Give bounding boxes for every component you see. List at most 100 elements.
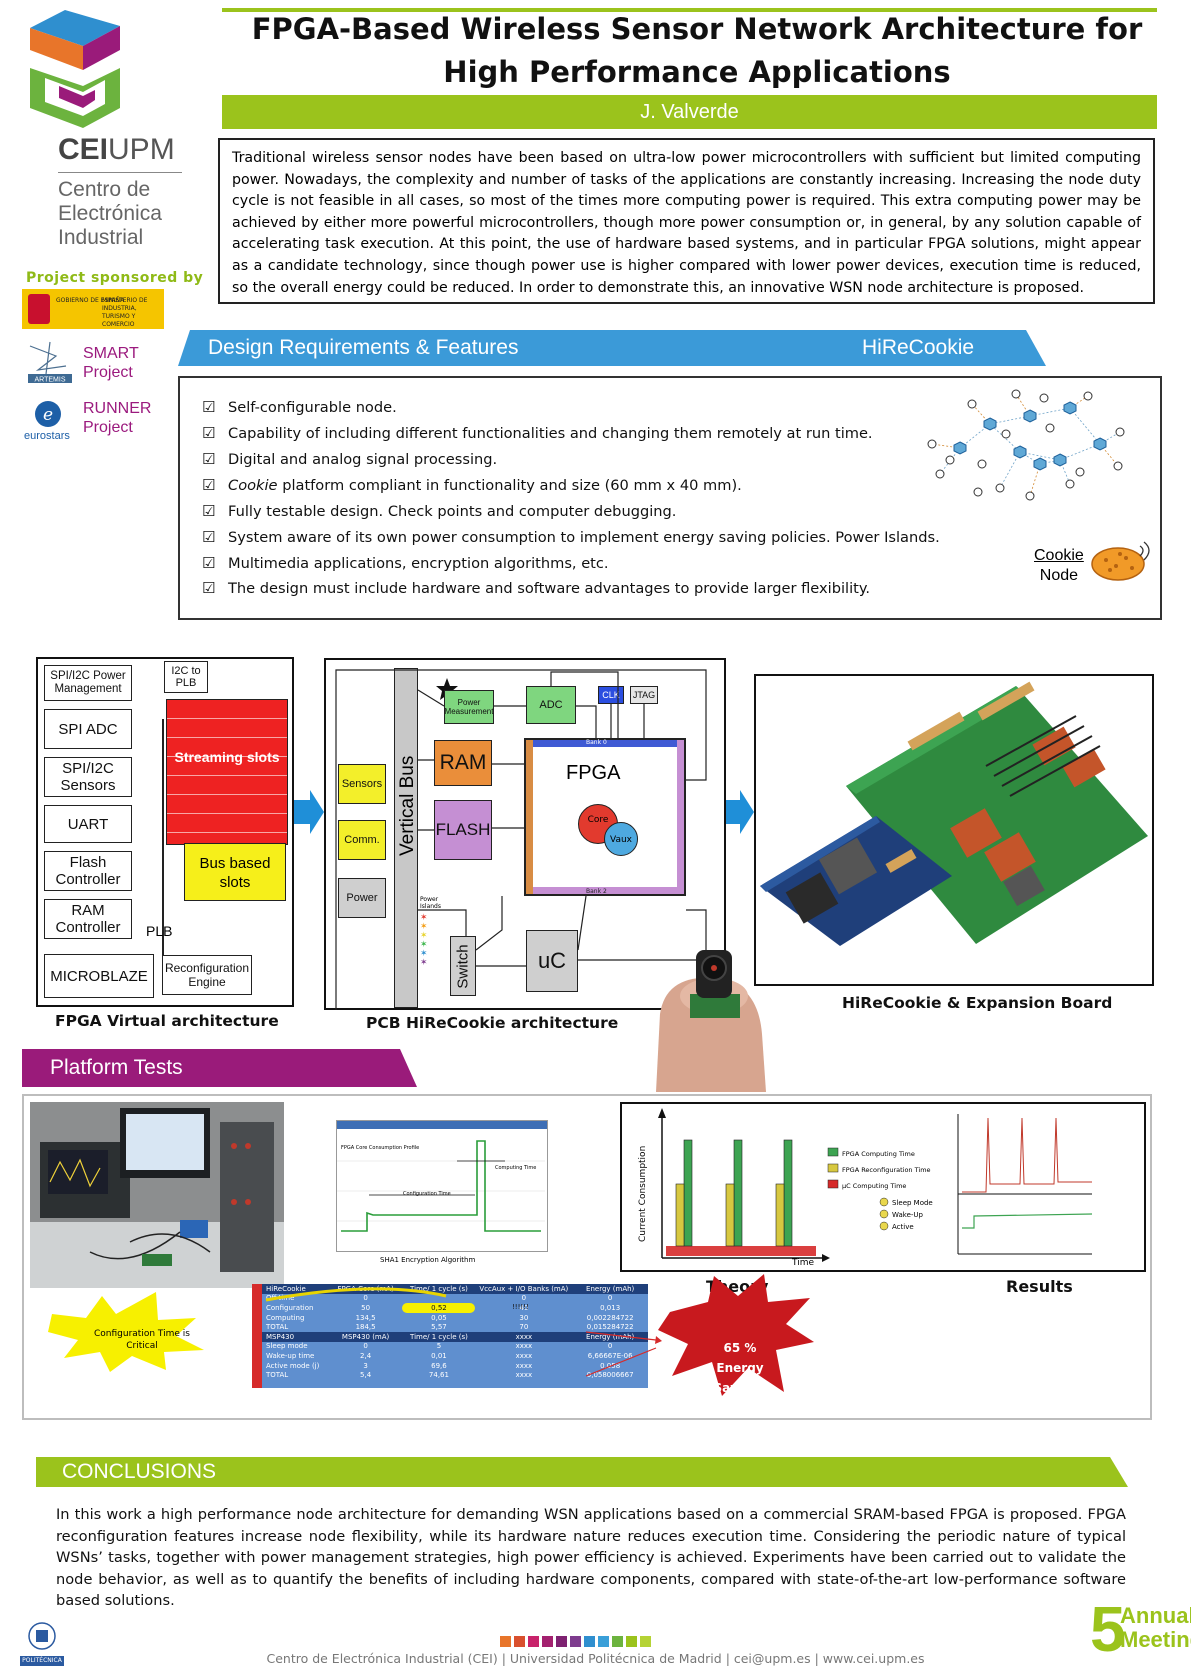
eurostars-logo-icon: e eurostars — [24, 401, 70, 442]
callout-left-text: Configuration Time is Critical — [94, 1329, 190, 1351]
cei-logo-icon — [30, 10, 120, 128]
table-cell: xxxx — [515, 1371, 533, 1380]
table-cell: xxxx — [515, 1351, 533, 1360]
theory-x-label: Time — [792, 1258, 815, 1268]
color-square — [584, 1636, 595, 1647]
plb-bus-line — [162, 719, 164, 979]
checkbox-icon: ☑ — [202, 528, 216, 546]
table-cell: 0,058 — [600, 1361, 621, 1370]
tests-box — [22, 1094, 1152, 1420]
sensors-block: Sensors — [338, 764, 386, 804]
cookie-icon — [1091, 541, 1150, 581]
uc-block: uC — [526, 930, 578, 992]
table-cell: 50 — [361, 1303, 371, 1312]
conclusions-header-title: CONCLUSIONS — [62, 1460, 217, 1483]
table-cell: Computing — [266, 1313, 305, 1322]
table-cell: 0 — [607, 1294, 613, 1303]
tests-header-title: Platform Tests — [50, 1056, 183, 1079]
reconfiguration-engine-block: Reconfiguration Engine — [162, 955, 252, 995]
poster-title: FPGA-Based Wireless Sensor Network Archi… — [251, 12, 1143, 89]
color-squares — [500, 1636, 651, 1647]
sponsor-label: Project sponsored by — [26, 270, 204, 286]
spi-adc-block: SPI ADC — [44, 709, 132, 749]
hirecookie-board-image — [760, 681, 1148, 946]
svg-text:eurostars: eurostars — [24, 430, 70, 442]
requirement-item: ☑Digital and analog signal processing. — [202, 450, 498, 468]
pcb-caption: PCB HiReCookie architecture — [366, 1014, 619, 1032]
table-cell: 5 — [436, 1342, 442, 1351]
table-cell: HiReCookie — [262, 1284, 329, 1294]
table-cell: Time/ 1 cycle (s) — [402, 1284, 476, 1294]
table-cell: MSP430 (mA) — [328, 1331, 403, 1342]
conclusions-text: In this work a high performance node arc… — [56, 1506, 1126, 1610]
power-islands-stars: ✶✶✶ ✶✶✶ — [420, 913, 428, 968]
callout-burst-right — [658, 1274, 814, 1396]
theory-chart-graphic — [658, 1108, 1093, 1262]
spi-sensors-block: SPI/I2C Sensors — [44, 757, 132, 797]
table-cell: 0 — [363, 1294, 368, 1303]
table-cell: 5,4 — [360, 1371, 372, 1380]
requirement-item: ☑The design must include hardware and so… — [202, 579, 871, 597]
table-cell: 0,52 — [402, 1303, 476, 1313]
artemis-logo-icon: ARTEMIS — [28, 341, 72, 384]
color-square — [570, 1636, 581, 1647]
table-cell: 0 — [363, 1342, 368, 1351]
table-cell: 0,058006667 — [586, 1371, 634, 1380]
spi-power-block: SPI/I2C Power Management — [44, 665, 132, 701]
checkbox-icon: ☑ — [202, 554, 216, 572]
table-cell: Energy (mAh) — [572, 1331, 648, 1342]
table-cell: 5,57 — [431, 1323, 447, 1332]
i2c-plb-block: I2C to PLB — [164, 661, 208, 693]
color-square — [598, 1636, 609, 1647]
table-cell: 0 — [521, 1294, 527, 1303]
power-measurement-block: Power Measurement — [444, 690, 494, 724]
checkbox-icon: ☑ — [202, 502, 216, 520]
table-cell: VccAux + I/O Banks (mA) — [475, 1284, 573, 1294]
table-cell: 0 — [607, 1342, 613, 1351]
footer-text: Centro de Electrónica Industrial (CEI) |… — [266, 1651, 925, 1666]
fpga-chip: Bank 0 Bank 2 FPGA Core Vaux — [524, 738, 686, 896]
color-square — [626, 1636, 637, 1647]
microblaze-block: MICROBLAZE — [44, 954, 154, 998]
board-caption: HiReCookie & Expansion Board — [842, 994, 1113, 1012]
streaming-slots-region: Streaming slots — [166, 699, 288, 845]
color-square — [640, 1636, 651, 1647]
callout-arrows — [586, 1331, 662, 1377]
government-logo: GOBIERNO DE ESPAÑA MINISTERIO DE INDUSTR… — [22, 289, 164, 329]
bus-slots-region: Bus based slots — [184, 843, 286, 901]
table-cell: 6,66667E-06 — [587, 1351, 633, 1360]
theory-y-label: Current Consumption — [638, 1145, 648, 1242]
design-header-title: Design Requirements & Features — [208, 336, 519, 359]
plb-label: PLB — [146, 923, 173, 939]
design-header-product: HiReCookie — [862, 336, 975, 359]
tests-header-bar — [22, 1049, 417, 1087]
annual-meeting-logo: 5 AnnualMeeting — [1090, 1593, 1191, 1665]
switch-block: Switch — [450, 936, 476, 996]
theory-results-chart: Current Consumption Time FPGA Computing … — [620, 1102, 1146, 1272]
table-cell: 30 — [519, 1313, 529, 1322]
color-square — [556, 1636, 567, 1647]
requirements-box: ☑Self-configurable node. ☑Capability of … — [178, 376, 1162, 620]
scope-plot: FPGA Core Consumption Profile Configurat… — [336, 1120, 548, 1252]
table-cell: xxxx — [475, 1331, 573, 1342]
vertical-bus-label: Vertical Bus — [397, 755, 418, 856]
checkbox-icon: ☑ — [202, 579, 216, 597]
table-cell: 40 — [519, 1303, 529, 1312]
checkbox-icon: ☑ — [202, 424, 216, 442]
sensor-network-icon — [927, 389, 1125, 501]
finger-camera-image — [656, 950, 766, 1092]
table-cell: Sleep mode — [266, 1342, 308, 1351]
color-square — [612, 1636, 623, 1647]
table-cell: Active mode (j) — [266, 1361, 320, 1370]
abstract: Traditional wireless sensor nodes have b… — [218, 138, 1155, 304]
color-square — [514, 1636, 525, 1647]
